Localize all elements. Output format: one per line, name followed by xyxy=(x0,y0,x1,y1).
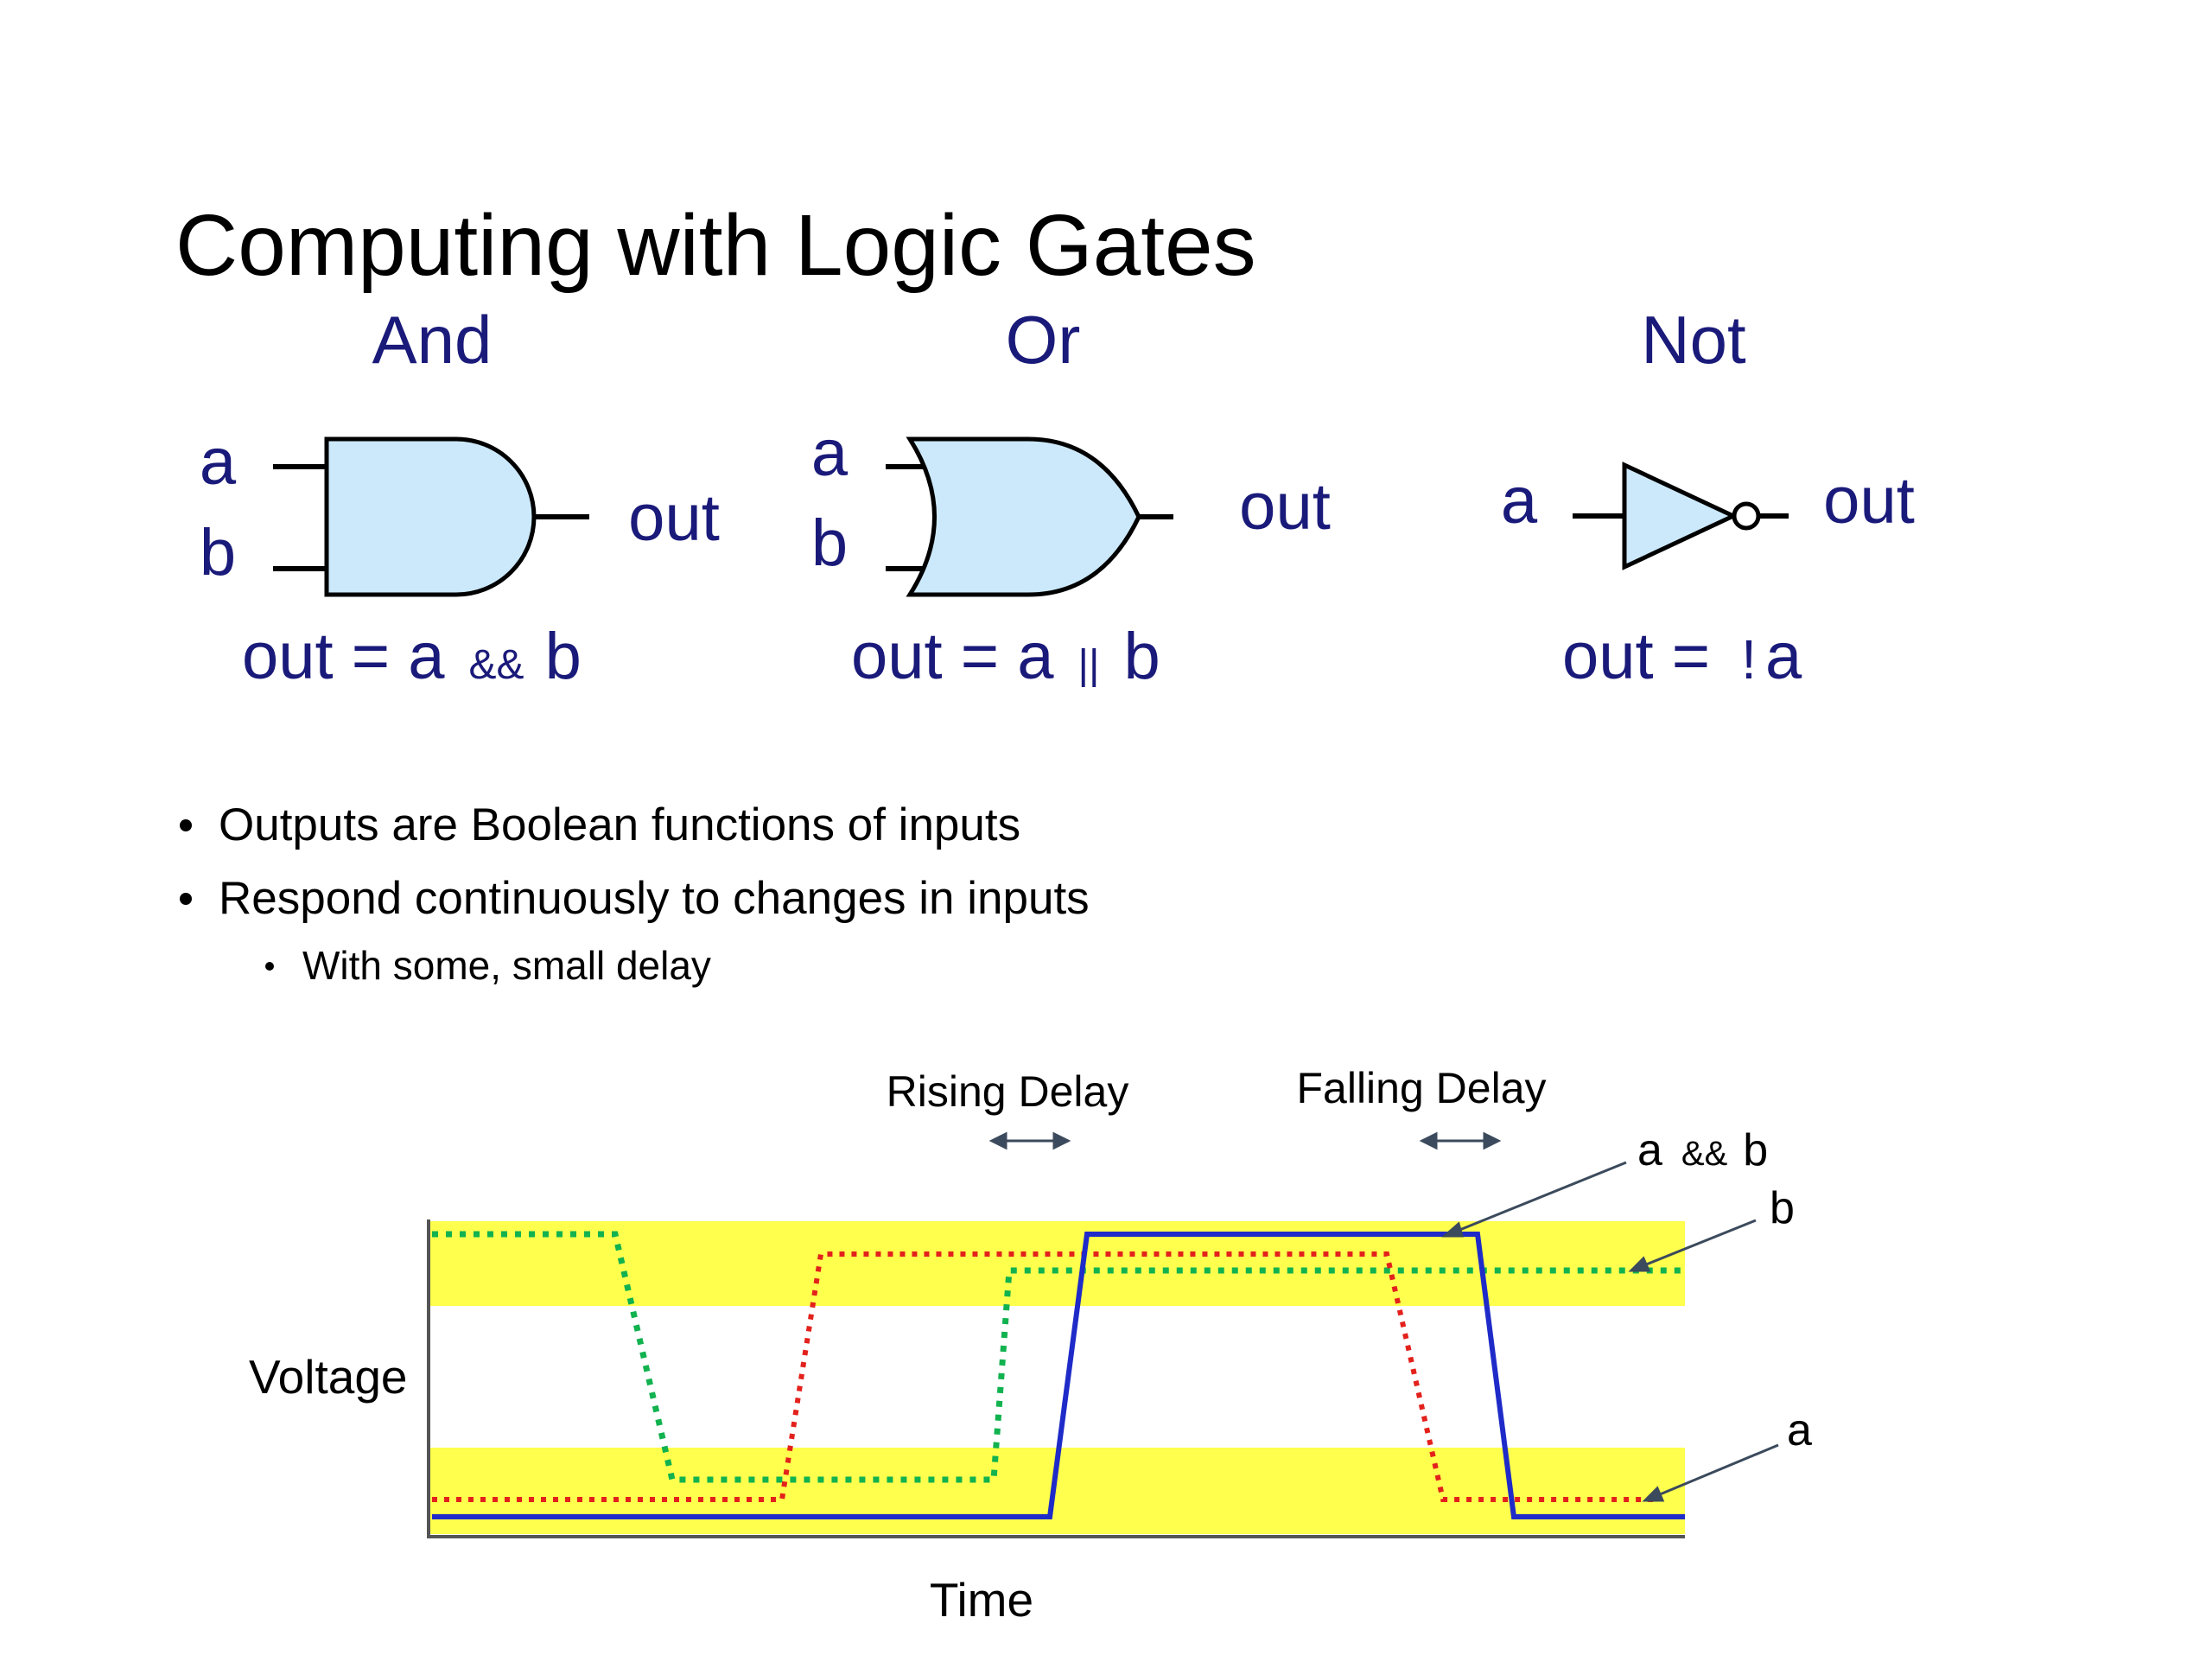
pointer-b xyxy=(1628,1219,1757,1272)
signal-a-and-b-trace xyxy=(432,1232,1685,1519)
and-equation: out = a && b xyxy=(242,620,582,693)
and-output-label: out xyxy=(628,481,720,555)
or-gate-symbol xyxy=(906,436,1141,597)
and-equation-rhs: b xyxy=(545,620,582,693)
or-input-b-label: b xyxy=(811,506,848,580)
and-heading: And xyxy=(372,302,493,378)
bullet-dot xyxy=(265,962,274,971)
not-equation-rhs: a xyxy=(1765,620,1802,693)
not-heading: Not xyxy=(1641,302,1746,378)
and-input-a-label: a xyxy=(200,425,237,499)
x-axis-label: Time xyxy=(930,1573,1033,1627)
or-output-label: out xyxy=(1239,470,1331,544)
rising-delay-arrow-icon xyxy=(988,1131,1071,1150)
and-input-b-label: b xyxy=(200,516,236,589)
signal-b-trace xyxy=(432,1231,1685,1483)
and-gate-symbol xyxy=(324,436,537,597)
bullet-dot xyxy=(180,893,192,905)
not-equation: out =!a xyxy=(1562,620,1802,693)
or-gate-group: Or a b out out = a || b xyxy=(811,302,1331,693)
and-equation-operator: && xyxy=(469,642,524,688)
bullet-item-2: Respond continuously to changes in input… xyxy=(219,873,1090,924)
label-a-and-b-b: b xyxy=(1743,1125,1768,1175)
label-a-and-b-a: a xyxy=(1637,1125,1662,1175)
not-equation-operator: ! xyxy=(1741,628,1757,691)
pointer-a xyxy=(1642,1443,1779,1502)
bullet-list: Outputs are Boolean functions of inputs … xyxy=(180,799,1090,988)
timing-diagram: Voltage Time Rising Delay Falling Delay … xyxy=(249,1064,1812,1627)
pointer-a-and-b xyxy=(1441,1161,1627,1238)
not-equation-lhs: out = xyxy=(1562,620,1710,693)
bullet-subitem-1: With some, small delay xyxy=(302,943,711,988)
rising-delay-label: Rising Delay xyxy=(887,1067,1129,1116)
or-equation-rhs: b xyxy=(1123,620,1160,693)
label-b: b xyxy=(1770,1183,1795,1233)
label-a: a xyxy=(1787,1405,1812,1455)
or-input-a-label: a xyxy=(811,417,849,490)
y-axis-label: Voltage xyxy=(249,1350,408,1404)
not-output-label: out xyxy=(1823,464,1915,538)
and-equation-lhs: out = a xyxy=(242,620,445,693)
bullet-item-1: Outputs are Boolean functions of inputs xyxy=(219,799,1020,850)
not-gate-group: Not a out out =!a xyxy=(1501,302,1915,693)
falling-delay-arrow-icon xyxy=(1419,1131,1502,1150)
label-a-and-b: a && b xyxy=(1637,1125,1768,1175)
not-gate-symbol xyxy=(1622,462,1738,570)
or-equation-lhs: out = a xyxy=(851,620,1054,693)
and-gate-group: And a b out out = a && b xyxy=(200,302,720,693)
label-a-and-b-op: && xyxy=(1681,1135,1728,1173)
signal-a-trace xyxy=(432,1251,1659,1502)
slide-title: Computing with Logic Gates xyxy=(175,197,1256,294)
or-heading: Or xyxy=(1006,302,1081,378)
or-equation-operator: || xyxy=(1078,642,1100,688)
not-input-a-label: a xyxy=(1501,464,1538,538)
or-equation: out = a || b xyxy=(851,620,1160,693)
falling-delay-label: Falling Delay xyxy=(1296,1064,1546,1112)
not-bubble-icon xyxy=(1732,501,1761,531)
bullet-dot xyxy=(180,819,192,831)
